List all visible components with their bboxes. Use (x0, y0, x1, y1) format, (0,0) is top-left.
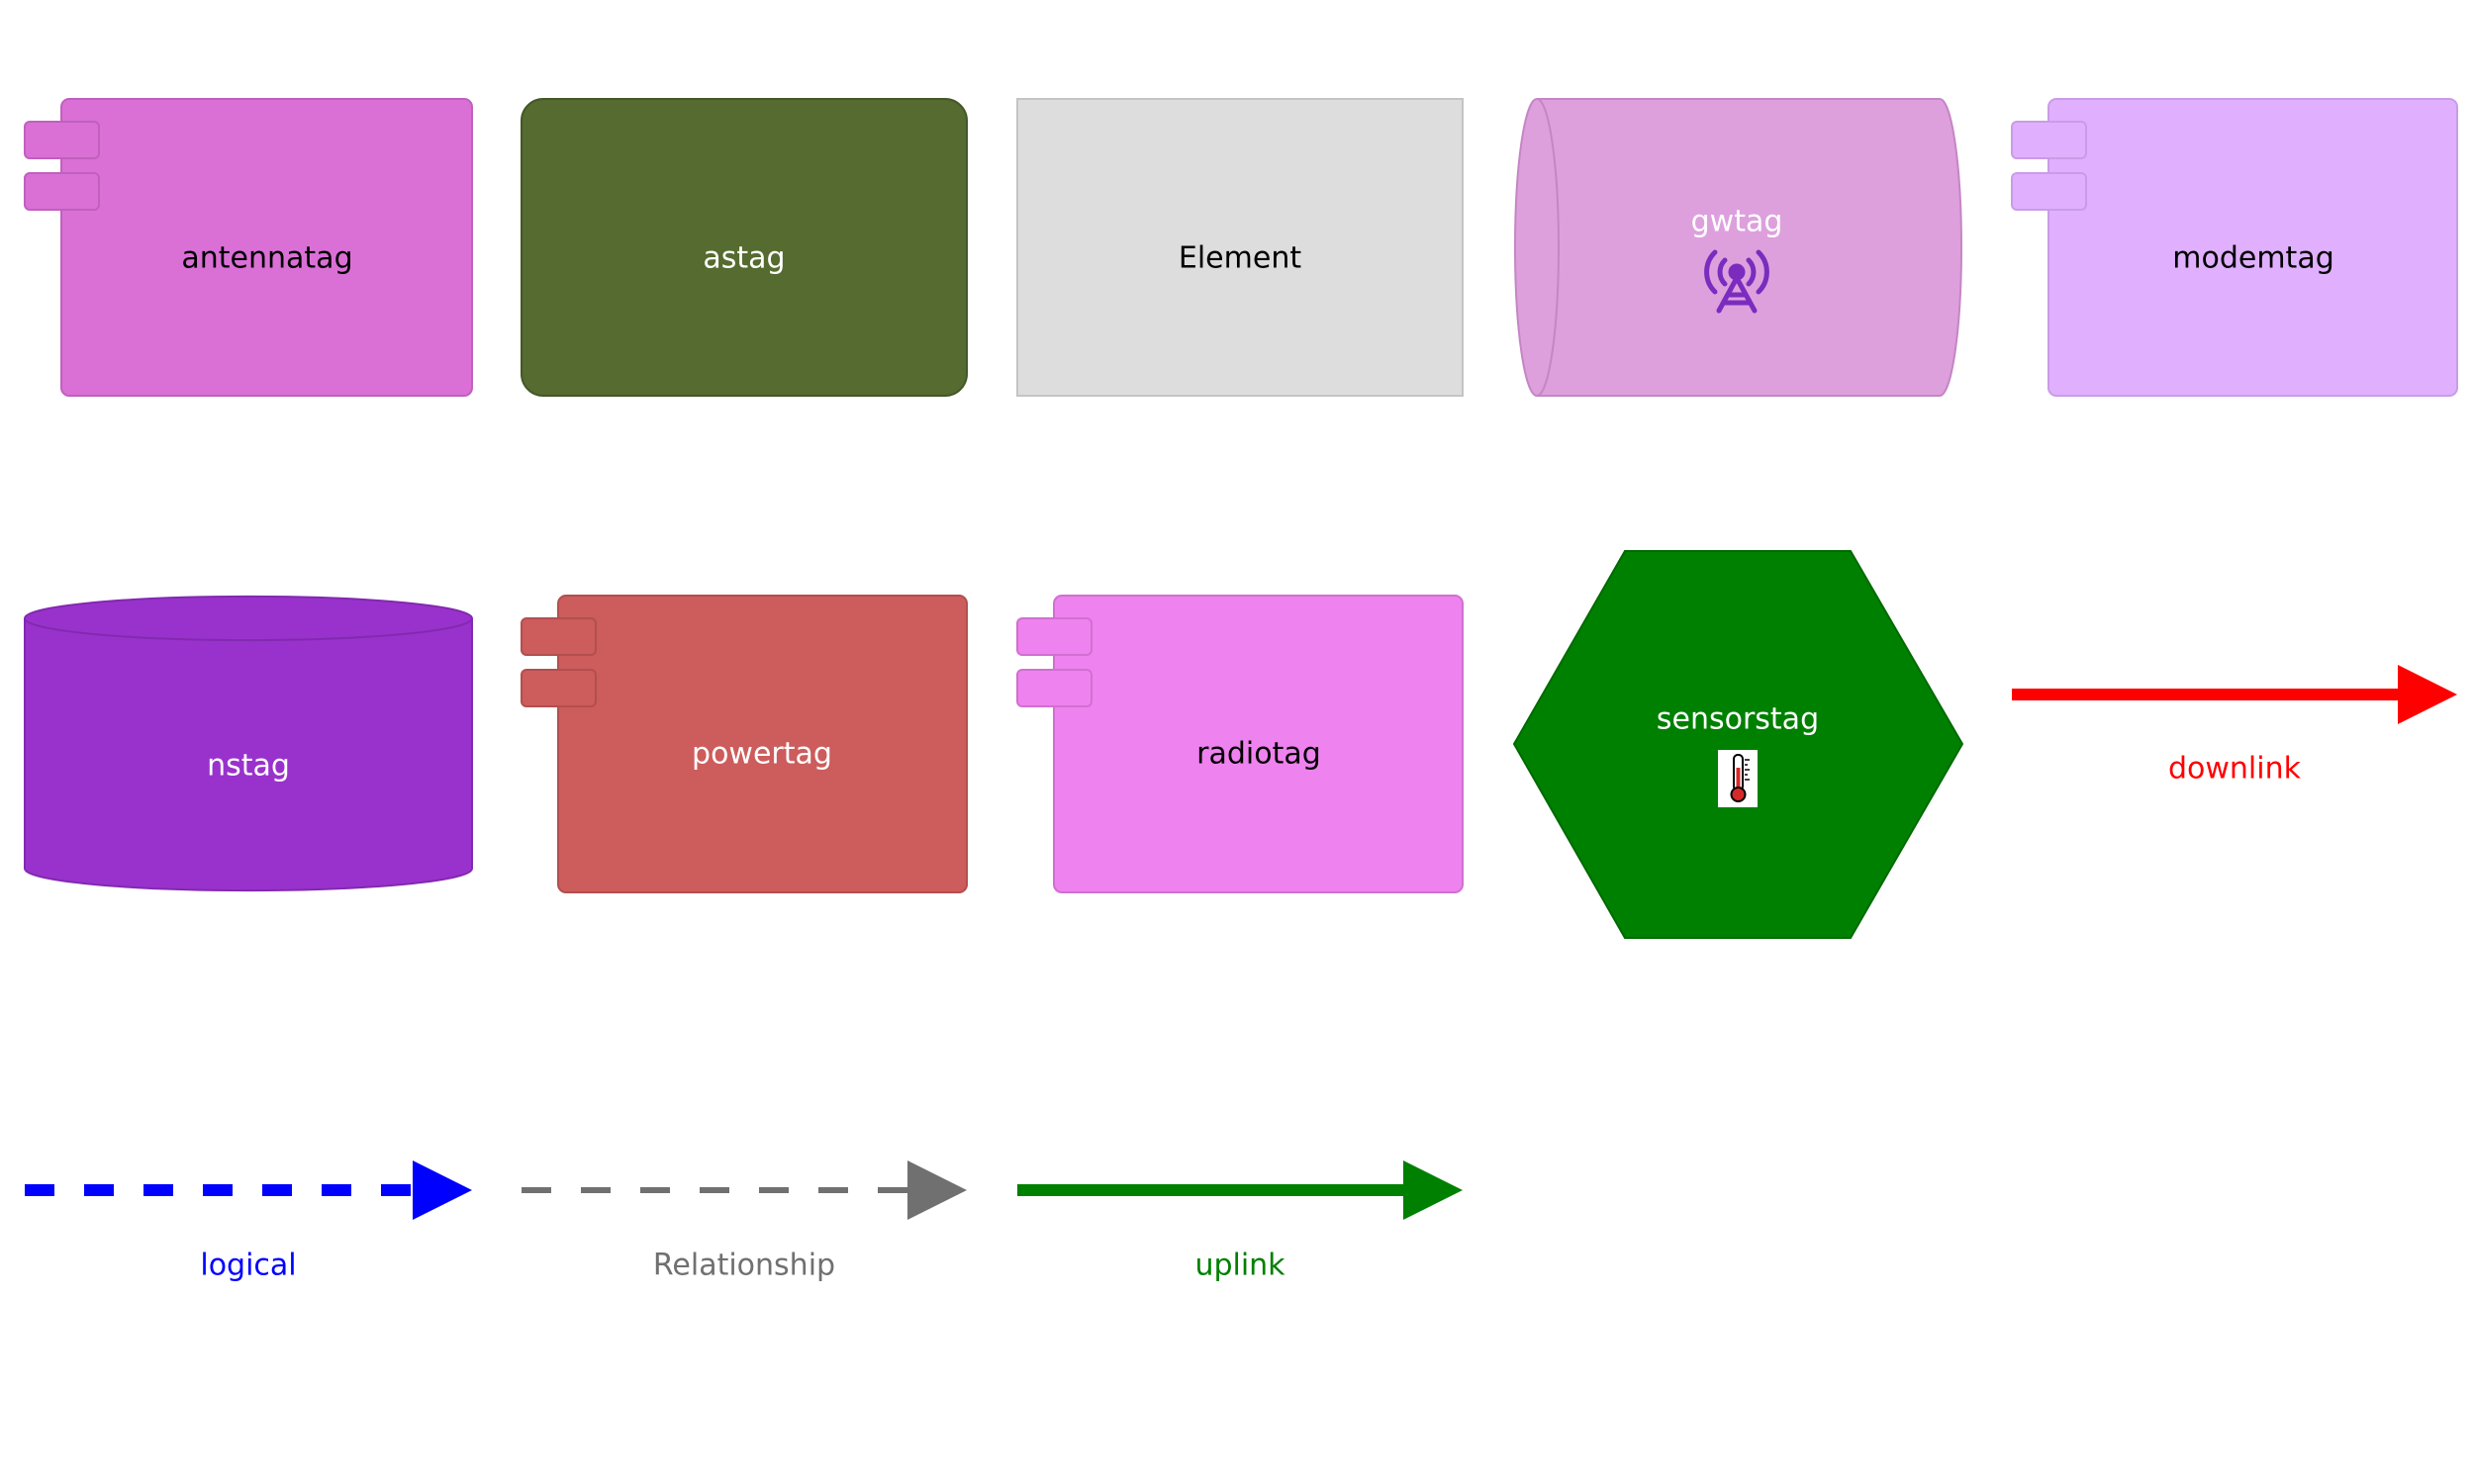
astag-body (521, 98, 968, 397)
element-powertag[interactable]: powertag (521, 595, 968, 893)
powertag-label: powertag (692, 737, 832, 772)
gwtag-body (1514, 98, 1962, 397)
element-sensorstag[interactable]: sensorstag (1512, 550, 1964, 939)
element-gwtag[interactable]: gwtag (1514, 98, 1962, 397)
modemtag-body (2047, 98, 2458, 397)
relationship-generic[interactable]: Relationship (522, 1160, 967, 1283)
relationship-uplink[interactable]: uplink (1017, 1160, 1463, 1283)
gwtag-pipe-edge (1536, 98, 1560, 397)
element-generic[interactable]: Element (1016, 98, 1464, 397)
relationship-downlink[interactable]: downlink (2012, 665, 2457, 787)
modemtag-port-bottom (2011, 172, 2087, 211)
sensorstag-label: sensorstag (1657, 702, 1819, 737)
downlink-label: downlink (2168, 752, 2302, 787)
radiotag-port-top (1016, 617, 1093, 656)
relationship-logical[interactable]: logical (25, 1160, 472, 1283)
element-body (1016, 98, 1464, 397)
antennatag-port-bottom (24, 172, 100, 211)
logical-label: logical (200, 1249, 296, 1283)
nstag-body (24, 595, 473, 892)
downlink-arrowhead (2398, 665, 2457, 724)
nstag-label: nstag (207, 749, 290, 784)
powertag-body (557, 595, 968, 893)
element-nstag[interactable]: nstag (24, 595, 473, 892)
element-astag[interactable]: astag (521, 98, 968, 397)
relationship-label: Relationship (653, 1249, 835, 1283)
antennatag-body (60, 98, 473, 397)
radiotag-label: radiotag (1196, 737, 1321, 772)
modemtag-label: modemtag (2172, 241, 2334, 276)
nstag-top-rim (24, 617, 473, 642)
sensorstag-body (1512, 550, 1964, 939)
element-modemtag[interactable]: modemtag (2011, 98, 2458, 397)
relationship-arrowhead (907, 1160, 967, 1220)
powertag-port-bottom (521, 669, 597, 707)
modemtag-port-top (2011, 121, 2087, 159)
logical-arrowhead (413, 1160, 472, 1220)
uplink-label: uplink (1194, 1249, 1285, 1283)
radiotag-port-bottom (1016, 669, 1093, 707)
element-label: Element (1179, 241, 1301, 276)
astag-label: astag (703, 241, 785, 276)
element-radiotag[interactable]: radiotag (1016, 595, 1464, 893)
gwtag-label: gwtag (1691, 205, 1783, 239)
element-antennatag[interactable]: antennatag (24, 98, 473, 397)
radiotag-body (1053, 595, 1464, 893)
thermometer-icon (1718, 750, 1758, 807)
antenna-tower-icon (1704, 249, 1769, 314)
antennatag-port-top (24, 121, 100, 159)
powertag-port-top (521, 617, 597, 656)
antennatag-label: antennatag (181, 241, 352, 276)
uplink-arrowhead (1403, 1160, 1463, 1220)
